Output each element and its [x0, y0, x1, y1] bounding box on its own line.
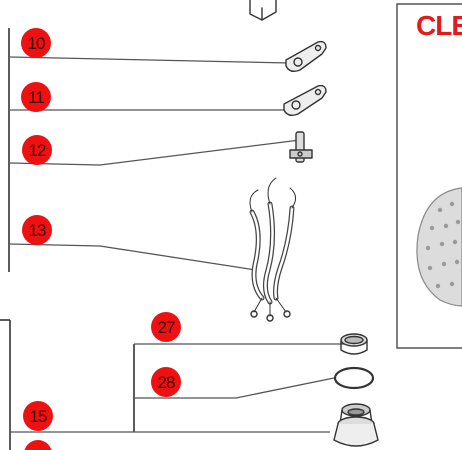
- callout-15: 15: [23, 401, 53, 431]
- cap-27-icon: [340, 333, 368, 355]
- bracket-plate-11-icon: [283, 84, 327, 117]
- callout-13-label: 13: [29, 221, 46, 240]
- callout-15-label: 15: [30, 407, 47, 426]
- callout-10: 10: [21, 28, 51, 58]
- callout-13: 13: [22, 215, 52, 245]
- valve-fitting-15-icon: [333, 403, 379, 447]
- callout-12-label: 12: [29, 141, 46, 160]
- part-block-top: [249, 0, 277, 21]
- callout-10-label: 10: [28, 34, 45, 53]
- callout-28: 28: [151, 367, 181, 397]
- leader-13: [9, 243, 257, 271]
- callout-partial-bottom: [24, 440, 52, 450]
- inset-disc-icon: [416, 187, 462, 307]
- bracket-plate-10-icon: [285, 40, 327, 73]
- callout-11-label: 11: [28, 88, 44, 107]
- inset-title: CLE: [416, 10, 462, 41]
- callout-27: 27: [151, 312, 181, 342]
- leader-28: [134, 377, 335, 399]
- terminal-clip-12-icon: [289, 131, 313, 163]
- callout-27-label: 27: [158, 318, 175, 337]
- callout-12: 12: [22, 135, 52, 165]
- leader-12: [9, 139, 301, 166]
- callout-28-label: 28: [158, 373, 175, 392]
- leader-10: [9, 56, 291, 64]
- callout-11: 11: [21, 82, 51, 112]
- wire-harness-13-icon: [249, 177, 296, 322]
- o-ring-28-icon: [333, 366, 375, 390]
